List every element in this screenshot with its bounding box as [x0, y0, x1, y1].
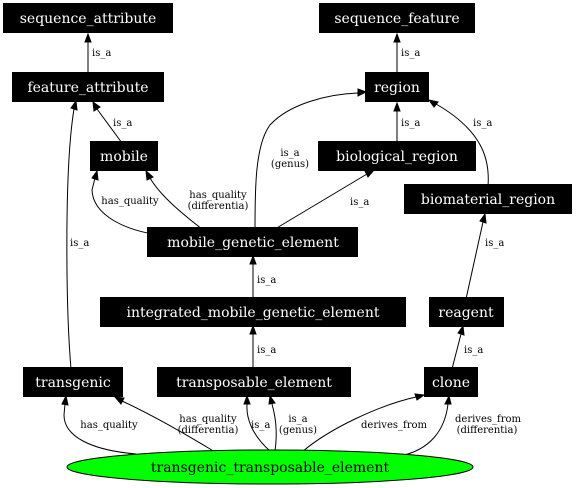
- arrowhead: [70, 99, 78, 111]
- nodes: sequence_attribute sequence_feature feat…: [3, 3, 572, 485]
- node-label: integrated_mobile_genetic_element: [127, 305, 380, 321]
- edge-mobile-genetic-element-to-biological-region: [274, 173, 368, 230]
- edge-label: derives_from: [361, 420, 427, 431]
- arrowhead: [84, 32, 92, 43]
- node-transgenic-transposable-element[interactable]: transgenic_transposable_element: [66, 449, 474, 485]
- arrowhead: [393, 101, 401, 112]
- arrowhead: [427, 99, 439, 108]
- arrowhead: [414, 393, 426, 401]
- node-label: transgenic_transposable_element: [151, 460, 390, 476]
- arrowhead: [357, 88, 368, 97]
- arrowhead: [249, 324, 257, 335]
- node-sequence-feature[interactable]: sequence_feature: [319, 3, 475, 33]
- arrowhead: [393, 32, 401, 43]
- edge-labels: is_a is_a is_a is_a is_a is_a (genus) ha…: [70, 48, 522, 436]
- node-label: reagent: [438, 305, 494, 321]
- edge-label: (differentia): [178, 425, 239, 436]
- arrowhead: [268, 394, 276, 405]
- edge-label: (differentia): [188, 201, 249, 212]
- node-label: mobile_genetic_element: [167, 235, 339, 251]
- arrowhead: [364, 169, 376, 178]
- edge-transgenic-to-feature-attribute: [66, 108, 75, 370]
- edge-label: (differentia): [457, 425, 518, 436]
- node-label: region: [374, 80, 420, 96]
- arrowhead: [91, 169, 99, 181]
- node-reagent[interactable]: reagent: [429, 297, 504, 327]
- node-transposable-element[interactable]: transposable_element: [157, 367, 351, 397]
- edge-label: is_a: [485, 238, 504, 249]
- edge-label: has_quality: [80, 420, 138, 431]
- edge-label: is_a: [257, 275, 276, 286]
- edge-label: is_a: [92, 48, 111, 59]
- arrowhead: [444, 394, 452, 405]
- node-label: sequence_feature: [334, 11, 459, 27]
- edge-label: is_a: [257, 345, 276, 356]
- edge-label: is_a: [473, 118, 492, 129]
- edge-tte-to-transgenic-differentia: [121, 400, 216, 453]
- edges: [61, 32, 489, 457]
- edge-label: is_a: [280, 148, 299, 159]
- edge-mobile-to-feature-attribute: [96, 108, 123, 144]
- node-label: sequence_attribute: [20, 11, 157, 27]
- edge-label: is_a: [401, 118, 420, 129]
- node-biological-region[interactable]: biological_region: [318, 141, 476, 171]
- edge-label: (genus): [279, 425, 317, 436]
- node-transgenic[interactable]: transgenic: [23, 367, 123, 397]
- node-biomaterial-region[interactable]: biomaterial_region: [404, 184, 572, 214]
- edge-label: is_a: [350, 197, 369, 208]
- edge-label: is_a: [464, 345, 483, 356]
- edge-label: (genus): [271, 159, 309, 170]
- edge-label: is_a: [251, 420, 270, 431]
- edge-tte-to-transposable-element-is-a: [246, 403, 271, 452]
- node-sequence-attribute[interactable]: sequence_attribute: [3, 3, 173, 33]
- arrowhead: [92, 100, 101, 112]
- arrowhead: [145, 169, 154, 181]
- edge-label: derives_from: [455, 414, 521, 425]
- node-label: clone: [432, 375, 470, 391]
- arrowhead: [61, 394, 69, 406]
- node-label: biomaterial_region: [421, 192, 555, 208]
- node-clone[interactable]: clone: [424, 367, 478, 397]
- node-label: biological_region: [336, 149, 458, 165]
- edge-label: is_a: [288, 414, 307, 425]
- edge-label: has_quality: [101, 196, 159, 207]
- node-mobile[interactable]: mobile: [90, 141, 158, 171]
- edge-tte-to-clone-derives-from: [301, 396, 417, 453]
- arrowhead: [113, 396, 125, 405]
- arrowhead: [479, 212, 487, 224]
- node-label: mobile: [100, 149, 148, 165]
- node-label: transgenic: [35, 375, 111, 391]
- edge-label: has_quality: [179, 414, 237, 425]
- arrowhead: [243, 394, 251, 405]
- node-feature-attribute[interactable]: feature_attribute: [12, 72, 164, 102]
- node-integrated-mobile-genetic-element[interactable]: integrated_mobile_genetic_element: [100, 297, 406, 327]
- edge-mobile-genetic-element-to-region: [254, 92, 359, 230]
- edge-reagent-to-biomaterial-region: [465, 221, 484, 300]
- edge-label: has_quality: [189, 190, 247, 201]
- edge-label: is_a: [70, 238, 89, 249]
- node-label: feature_attribute: [27, 80, 148, 96]
- edge-label: is_a: [401, 48, 420, 59]
- edge-tte-to-transposable-element-genus: [271, 403, 277, 452]
- edge-tte-to-clone-differentia: [399, 403, 449, 457]
- edge-label: is_a: [113, 118, 132, 129]
- edge-clone-to-reagent: [451, 333, 462, 370]
- node-region[interactable]: region: [365, 72, 429, 102]
- node-label: transposable_element: [176, 375, 332, 391]
- edge-biomaterial-region-to-region: [435, 103, 489, 187]
- arrowhead: [457, 324, 465, 336]
- edge-mobile-genetic-element-to-mobile-differentia: [149, 177, 203, 230]
- arrowhead: [249, 254, 257, 265]
- node-mobile-genetic-element[interactable]: mobile_genetic_element: [147, 227, 358, 257]
- edge-tte-to-transgenic-has-quality: [63, 403, 137, 455]
